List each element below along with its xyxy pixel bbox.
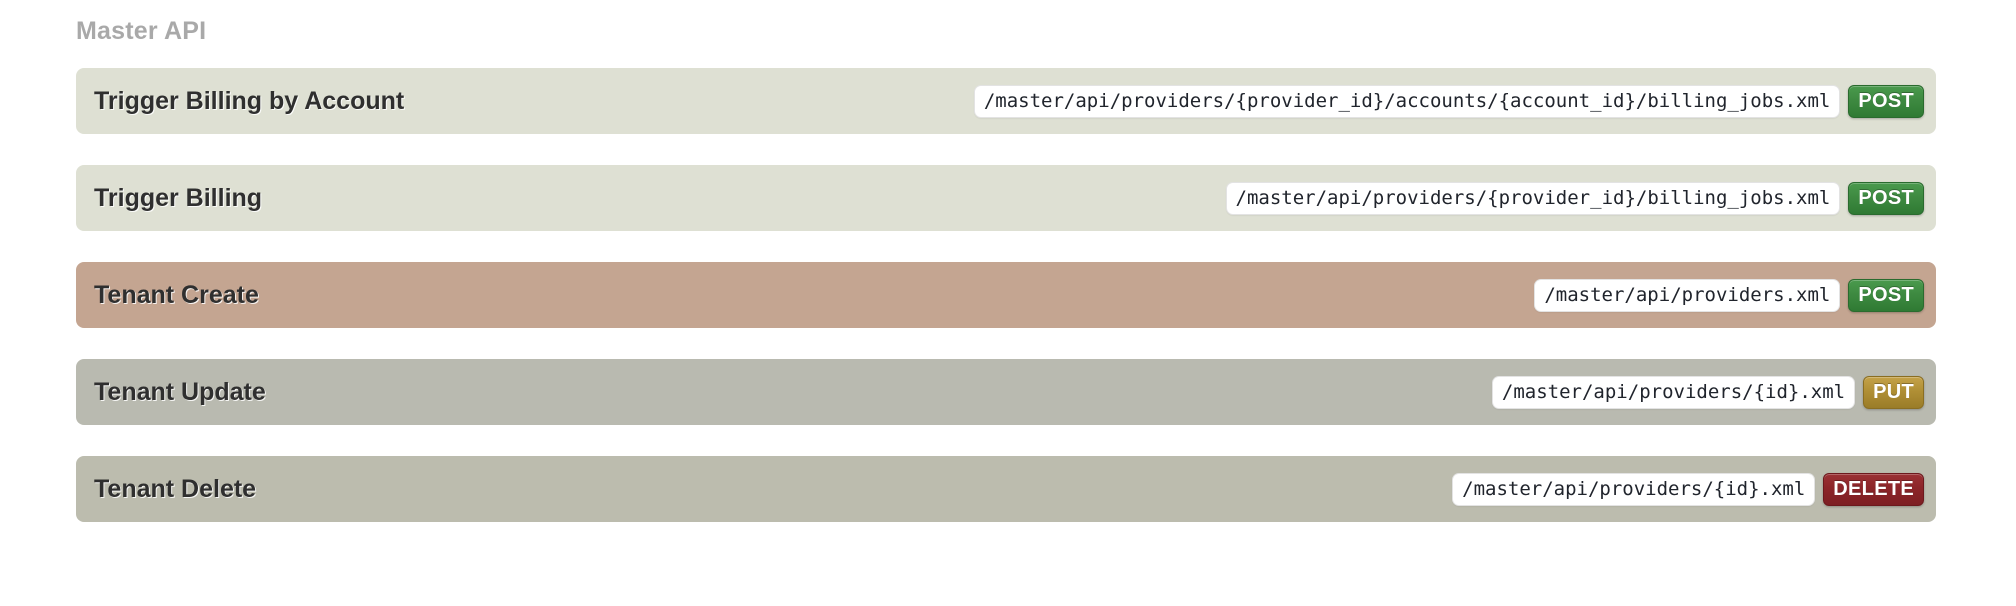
http-method-badge: POST [1848,278,1924,312]
endpoint-title: Trigger Billing [94,183,263,212]
endpoint-path: /master/api/providers/{provider_id}/bill… [1225,181,1841,215]
page-title: Master API [76,17,207,45]
endpoint-list: Trigger Billing by Account/master/api/pr… [76,68,1936,522]
endpoint-row[interactable]: Trigger Billing by Account/master/api/pr… [76,68,1936,134]
endpoint-title: Tenant Delete [94,474,257,503]
http-method-badge: PUT [1863,375,1924,409]
endpoint-path: /master/api/providers.xml [1534,278,1841,312]
endpoint-row[interactable]: Tenant Delete/master/api/providers/{id}.… [76,456,1936,522]
endpoint-path: /master/api/providers/{provider_id}/acco… [973,84,1841,118]
endpoint-row[interactable]: Tenant Update/master/api/providers/{id}.… [76,359,1936,425]
http-method-badge: DELETE [1823,472,1924,506]
http-method-badge: POST [1848,181,1924,215]
endpoint-title: Tenant Update [94,377,266,406]
endpoint-title: Trigger Billing by Account [94,86,405,115]
endpoint-meta: /master/api/providers/{provider_id}/bill… [1225,181,1924,215]
endpoint-path: /master/api/providers/{id}.xml [1452,472,1816,506]
endpoint-title: Tenant Create [94,280,259,309]
endpoint-row[interactable]: Trigger Billing/master/api/providers/{pr… [76,165,1936,231]
http-method-badge: POST [1848,84,1924,118]
endpoint-meta: /master/api/providers/{provider_id}/acco… [973,84,1924,118]
endpoint-path: /master/api/providers/{id}.xml [1491,375,1856,409]
